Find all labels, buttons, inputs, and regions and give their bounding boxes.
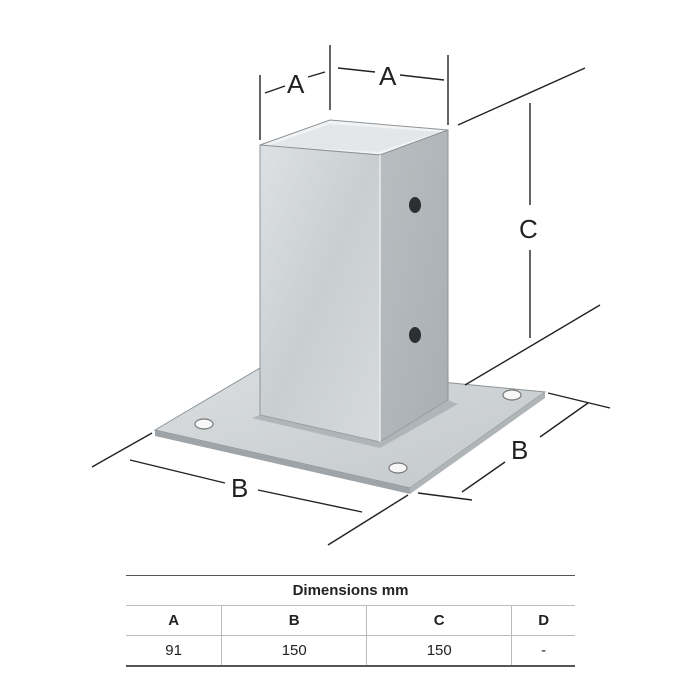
dim-label-a-left: A bbox=[287, 69, 305, 99]
value-a: 91 bbox=[126, 635, 222, 667]
bolt-hole-front bbox=[388, 462, 408, 474]
value-c: 150 bbox=[366, 635, 512, 667]
dim-label-c: C bbox=[519, 214, 538, 244]
table-title: Dimensions mm bbox=[126, 575, 575, 606]
square-tube bbox=[252, 119, 458, 448]
bolt-hole-right bbox=[502, 389, 522, 401]
table-header-row: A B C D bbox=[126, 605, 575, 636]
dim-label-b-left: B bbox=[231, 473, 248, 503]
header-a: A bbox=[126, 605, 222, 636]
value-d: - bbox=[511, 635, 575, 667]
tube-hole-lower bbox=[409, 327, 421, 343]
table-row: 91 150 150 - bbox=[126, 635, 575, 667]
post-base-diagram: A A C B B bbox=[91, 45, 611, 546]
header-c: C bbox=[366, 605, 512, 636]
tube-hole-upper bbox=[409, 197, 421, 213]
value-b: 150 bbox=[221, 635, 367, 667]
dimensions-table: Dimensions mm A B C D 91 150 150 - bbox=[126, 575, 575, 667]
header-d: D bbox=[511, 605, 575, 636]
dim-label-b-right: B bbox=[511, 435, 528, 465]
header-b: B bbox=[221, 605, 367, 636]
table-title-row: Dimensions mm bbox=[126, 575, 575, 606]
dim-label-a-right: A bbox=[379, 61, 397, 91]
dimension-lines bbox=[91, 45, 611, 546]
bolt-hole-left bbox=[194, 418, 214, 430]
